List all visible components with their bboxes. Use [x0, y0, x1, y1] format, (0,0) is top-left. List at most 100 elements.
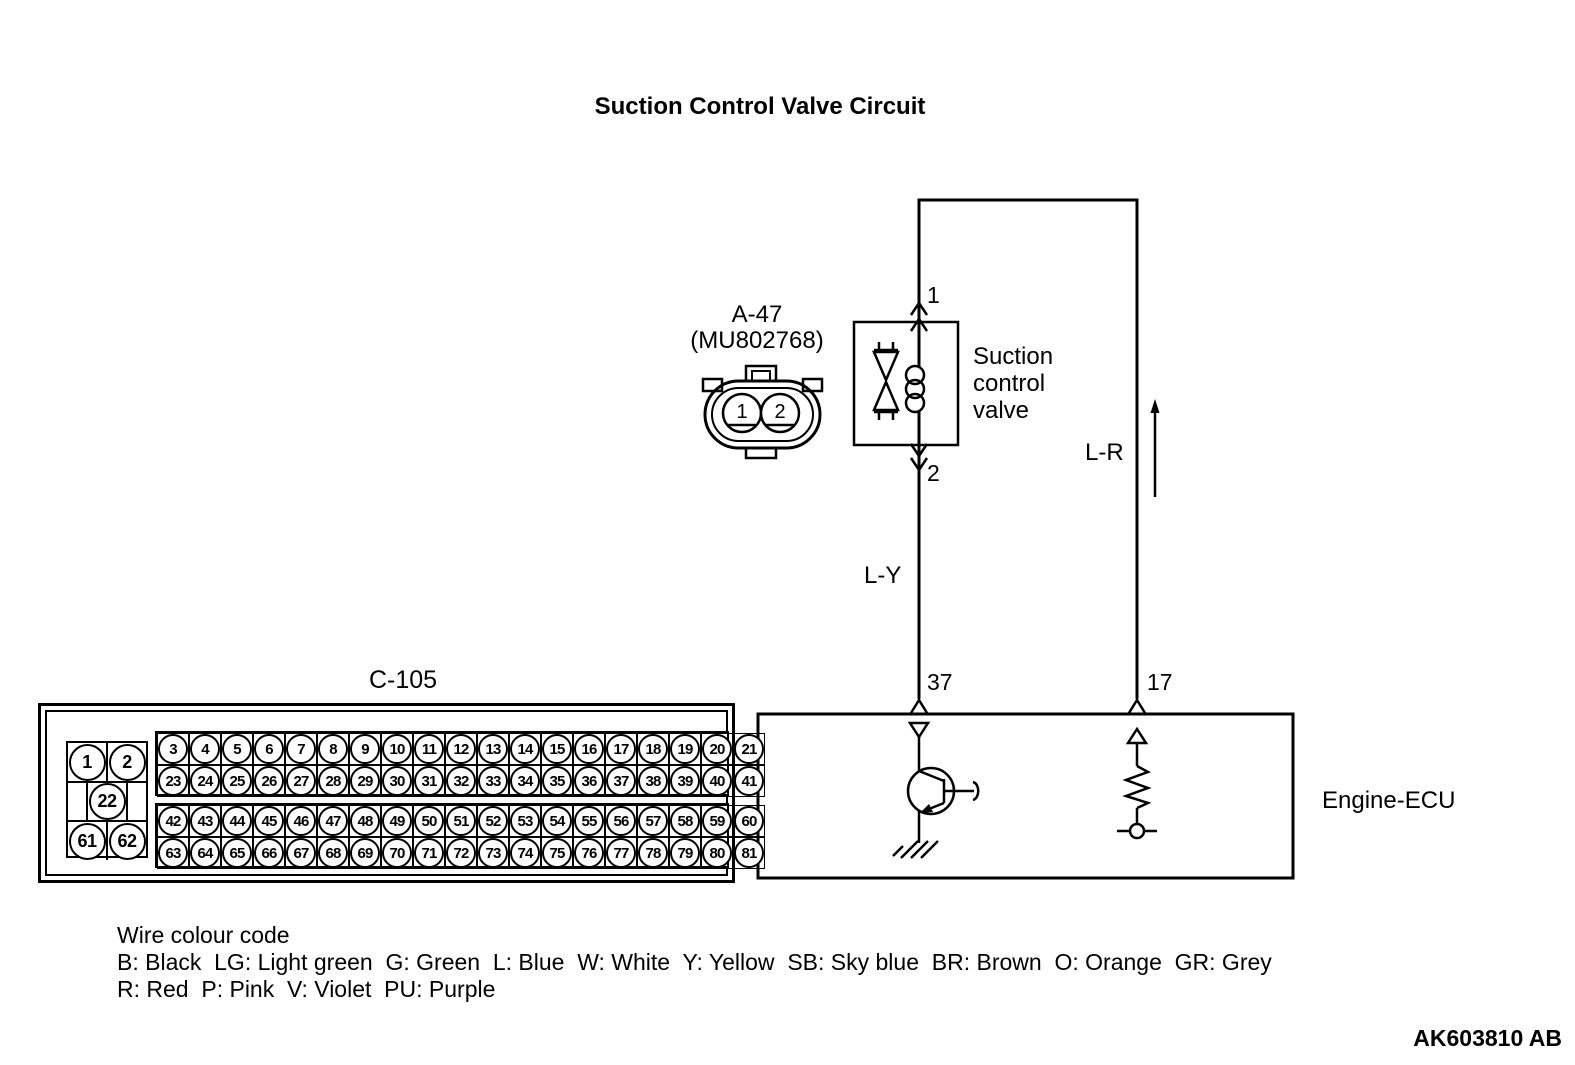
ecu-pin-37-number: 37: [927, 669, 953, 695]
c105-pin: 6: [254, 734, 284, 764]
wire-code-l-y: L-Y: [864, 562, 902, 589]
c105-pin-cell: 67: [285, 837, 317, 869]
c105-pin-cell: 55: [573, 805, 605, 837]
connector-symbol-valve-pin1: [909, 300, 929, 332]
c105-pin-cell: 62: [106, 822, 146, 860]
c105-pin-cell: 20: [701, 733, 733, 765]
c105-pin: 37: [606, 766, 636, 796]
c105-pin: 48: [350, 806, 380, 836]
c105-pin-cell: 25: [221, 765, 253, 797]
a47-pin-1: 1: [736, 401, 748, 423]
legend-heading: Wire colour code: [117, 922, 290, 948]
c105-pin: 70: [382, 838, 412, 868]
c105-pin: 81: [734, 838, 764, 868]
c105-pin-cell: 63: [157, 837, 189, 869]
c105-pin: 74: [510, 838, 540, 868]
c105-pin-cell: 43: [189, 805, 221, 837]
c105-pin: 22: [88, 783, 126, 820]
c105-pin-cell: 19: [669, 733, 701, 765]
c105-pin: 39: [670, 766, 700, 796]
c105-pin-cell: 81: [733, 837, 765, 869]
c105-pin-cell: 54: [541, 805, 573, 837]
c105-pin: 15: [542, 734, 572, 764]
wire-code-l-r: L-R: [1085, 439, 1124, 466]
c105-pin-cell: 79: [669, 837, 701, 869]
c105-pin-cell: 16: [573, 733, 605, 765]
c105-pin: 10: [382, 734, 412, 764]
c105-pin: 27: [286, 766, 316, 796]
c105-pin: 30: [382, 766, 412, 796]
c105-pin-cell: 17: [605, 733, 637, 765]
valve-label-line3: valve: [973, 397, 1030, 424]
c105-pin-cell: 53: [509, 805, 541, 837]
c105-connector-name: C-105: [368, 666, 438, 694]
c105-pin: 61: [68, 822, 106, 860]
c105-pin: 65: [222, 838, 252, 868]
solenoid-coil-icon: [904, 364, 926, 414]
c105-left-row: 22: [68, 783, 146, 822]
c105-pin-cell: 45: [253, 805, 285, 837]
c105-pin-cell: 73: [477, 837, 509, 869]
c105-pin: 28: [318, 766, 348, 796]
c105-pin: 50: [414, 806, 444, 836]
c105-pin: 4: [190, 734, 220, 764]
c105-pin-cell: 75: [541, 837, 573, 869]
c105-pin: 19: [670, 734, 700, 764]
legend-line2: R: Red P: Pink V: Violet PU: Purple: [117, 976, 496, 1002]
drawing-code-watermark: AK603810 AB: [1413, 1025, 1562, 1051]
c105-pin-cell: 21: [733, 733, 765, 765]
connector-symbol-ecu-pin37: [909, 697, 929, 714]
c105-pin-cell: 3: [157, 733, 189, 765]
c105-pin-cell: 58: [669, 805, 701, 837]
c105-pin: 79: [670, 838, 700, 868]
c105-pin: 47: [318, 806, 348, 836]
c105-pin: 59: [702, 806, 732, 836]
c105-pin-cell: 9: [349, 733, 381, 765]
valve-pin-top-number: 1: [927, 282, 940, 308]
c105-pin: 5: [222, 734, 252, 764]
c105-pin: 2: [108, 743, 146, 781]
c105-pin-cell: 49: [381, 805, 413, 837]
c105-pin-cell: 1: [68, 743, 106, 781]
c105-pin: 75: [542, 838, 572, 868]
c105-pin: 18: [638, 734, 668, 764]
c105-pin-cell: 47: [317, 805, 349, 837]
output-node-icon: [1117, 822, 1157, 840]
c105-pin: 64: [190, 838, 220, 868]
c105-pin: 56: [606, 806, 636, 836]
c105-pin: 57: [638, 806, 668, 836]
c105-pin-cell: 46: [285, 805, 317, 837]
c105-pin: 29: [350, 766, 380, 796]
c105-pin: 24: [190, 766, 220, 796]
c105-pin: 36: [574, 766, 604, 796]
c105-pin-cell: 36: [573, 765, 605, 797]
c105-pin-cell: 15: [541, 733, 573, 765]
c105-pin-cell: 2: [106, 743, 146, 781]
c105-pin: 58: [670, 806, 700, 836]
c105-pin-cell: 66: [253, 837, 285, 869]
wire-harness: [917, 198, 1139, 699]
c105-pin-cell: 27: [285, 765, 317, 797]
c105-pin: 55: [574, 806, 604, 836]
c105-pin-cell: 76: [573, 837, 605, 869]
c105-pin: 68: [318, 838, 348, 868]
c105-pin-cell: 28: [317, 765, 349, 797]
valve-label-line1: Suction: [973, 343, 1054, 370]
c105-pin-cell: 60: [733, 805, 765, 837]
c105-pin: 46: [286, 806, 316, 836]
c105-pin: 76: [574, 838, 604, 868]
c105-pin-cell: 32: [445, 765, 477, 797]
ecu-box: [756, 712, 1295, 880]
c105-pin: 66: [254, 838, 284, 868]
c105-pin: 7: [286, 734, 316, 764]
c105-pin: 32: [446, 766, 476, 796]
c105-pin: 45: [254, 806, 284, 836]
c105-pin: 42: [158, 806, 188, 836]
c105-pin-cell: 23: [157, 765, 189, 797]
c105-pin-cell: 51: [445, 805, 477, 837]
c105-pin-cell: 12: [445, 733, 477, 765]
